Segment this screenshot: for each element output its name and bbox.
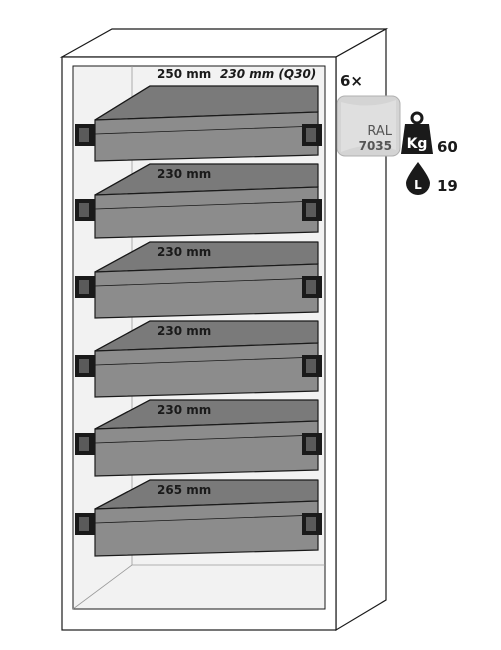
capacity-value: 19 <box>437 177 458 195</box>
ral-swatch-box <box>336 95 401 157</box>
drawer-front[interactable] <box>94 342 319 398</box>
drawer-4: 230 mm <box>75 320 322 398</box>
drawer-note-label: 230 mm (Q30) <box>220 67 316 81</box>
drawer-height-label: 230 mm <box>157 167 211 181</box>
drawer-6: 265 mm <box>75 479 322 557</box>
quantity-label: 6× <box>340 72 363 90</box>
drawer-3: 230 mm <box>75 241 322 319</box>
weight-icon: Kg <box>401 111 433 154</box>
drawer-height-label: 250 mm <box>157 67 211 81</box>
drawer-front[interactable] <box>94 500 319 557</box>
drawer-5: 230 mm <box>75 399 322 477</box>
drawer-height-label: 230 mm <box>157 324 211 338</box>
drawer-1: 250 mm 230 mm (Q30) <box>75 67 322 162</box>
ral-label: RAL <box>367 124 392 139</box>
capacity: L 19 <box>406 162 458 195</box>
drawer-stack: 250 mm 230 mm (Q30) 230 mm 230 mm 230 mm 230 … <box>75 67 322 557</box>
load-weight-value: 60 <box>437 138 458 156</box>
weight-icon-text: Kg <box>407 136 428 152</box>
ral-code: 7035 <box>359 139 392 153</box>
liquid-drop-icon: L <box>406 162 430 195</box>
drawer-2: 230 mm <box>75 163 322 239</box>
ral-color-swatch: RAL 7035 <box>336 95 401 157</box>
drawer-height-label: 230 mm <box>157 403 211 417</box>
drawer-height-label: 265 mm <box>157 483 211 497</box>
drop-icon-text: L <box>414 178 422 192</box>
load-weight: Kg 60 <box>401 111 458 156</box>
cabinet-top <box>59 28 389 58</box>
drawer-front[interactable] <box>94 263 319 319</box>
drawer-front[interactable] <box>94 111 319 162</box>
drawer-front[interactable] <box>94 186 319 239</box>
drawer-front[interactable] <box>94 420 319 477</box>
drawer-height-label: 230 mm <box>157 245 211 259</box>
